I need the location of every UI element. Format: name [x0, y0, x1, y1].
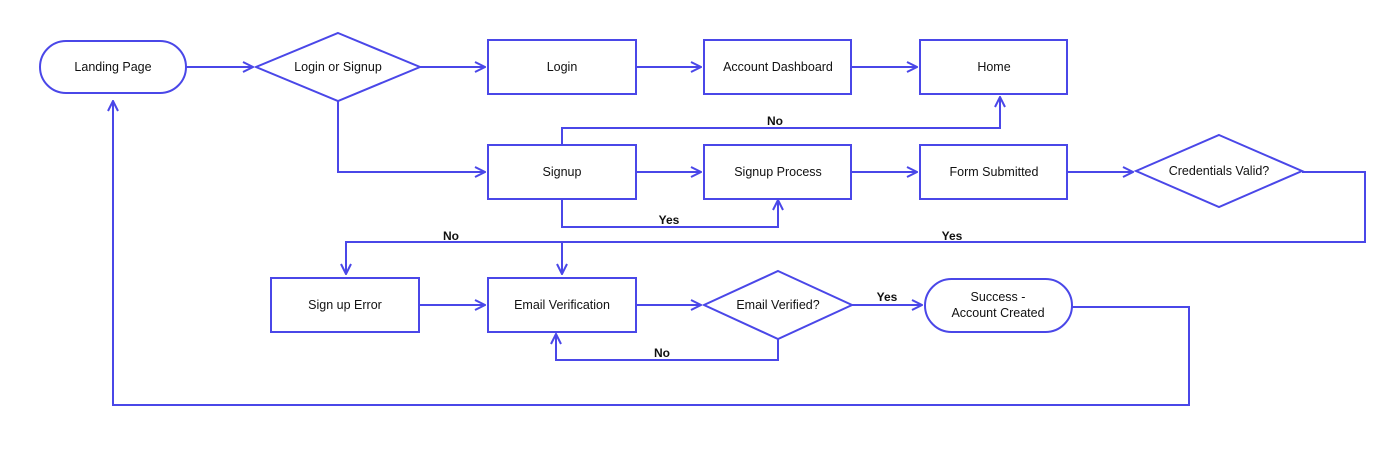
node-label: Form Submitted: [950, 165, 1039, 179]
node-label: Email Verified?: [736, 298, 819, 312]
node-label: Email Verification: [514, 298, 610, 312]
node-form-submitted: Form Submitted: [919, 144, 1068, 200]
edges: [113, 67, 1366, 406]
edge-label-verified-yes: Yes: [877, 290, 898, 304]
node-label: Landing Page: [74, 60, 151, 74]
node-signup-process: Signup Process: [703, 144, 852, 200]
edge-credentials-yes: [562, 171, 1366, 274]
node-signup: Signup: [487, 144, 637, 200]
edge-verified-no: [556, 334, 779, 361]
node-label: Sign up Error: [308, 298, 382, 312]
node-email-verification: Email Verification: [487, 277, 637, 333]
edge-success-to-landing: [113, 101, 1190, 406]
node-label: Login: [547, 60, 578, 74]
edge-label-credentials-no: No: [443, 229, 459, 243]
node-login: Login: [487, 39, 637, 95]
node-label: Login or Signup: [294, 60, 382, 74]
node-label: Signup: [543, 165, 582, 179]
edge-label-signup-to-home: No: [767, 114, 783, 128]
nodes: Landing Page Login or Signup Login Accou…: [39, 31, 1305, 341]
edge-label-verified-no: No: [654, 346, 670, 360]
node-label: Account Dashboard: [723, 60, 833, 74]
node-label: Signup Process: [734, 165, 822, 179]
node-login-or-signup: Login or Signup: [253, 31, 423, 103]
node-email-verified: Email Verified?: [701, 269, 855, 341]
node-label: Credentials Valid?: [1169, 164, 1270, 178]
node-label-line1: Success -: [971, 290, 1026, 304]
node-label-line2: Account Created: [951, 306, 1044, 320]
edge-signup-yes-loop: [561, 199, 778, 228]
edge-label-credentials-yes: Yes: [942, 229, 963, 243]
edge-label-signup-yes: Yes: [659, 213, 680, 227]
node-landing-page: Landing Page: [39, 40, 187, 94]
node-home: Home: [919, 39, 1068, 95]
node-success-account-created: Success - Account Created: [924, 278, 1073, 333]
node-account-dashboard: Account Dashboard: [703, 39, 852, 95]
edge-signup-to-home: [561, 97, 1000, 145]
node-sign-up-error: Sign up Error: [270, 277, 420, 333]
edge-credentials-no: [346, 241, 562, 274]
edge-labels: No Yes No Yes Yes No: [443, 114, 963, 360]
node-credentials-valid: Credentials Valid?: [1133, 133, 1305, 209]
edge-choice-to-signup: [337, 101, 485, 172]
node-label: Home: [977, 60, 1010, 74]
